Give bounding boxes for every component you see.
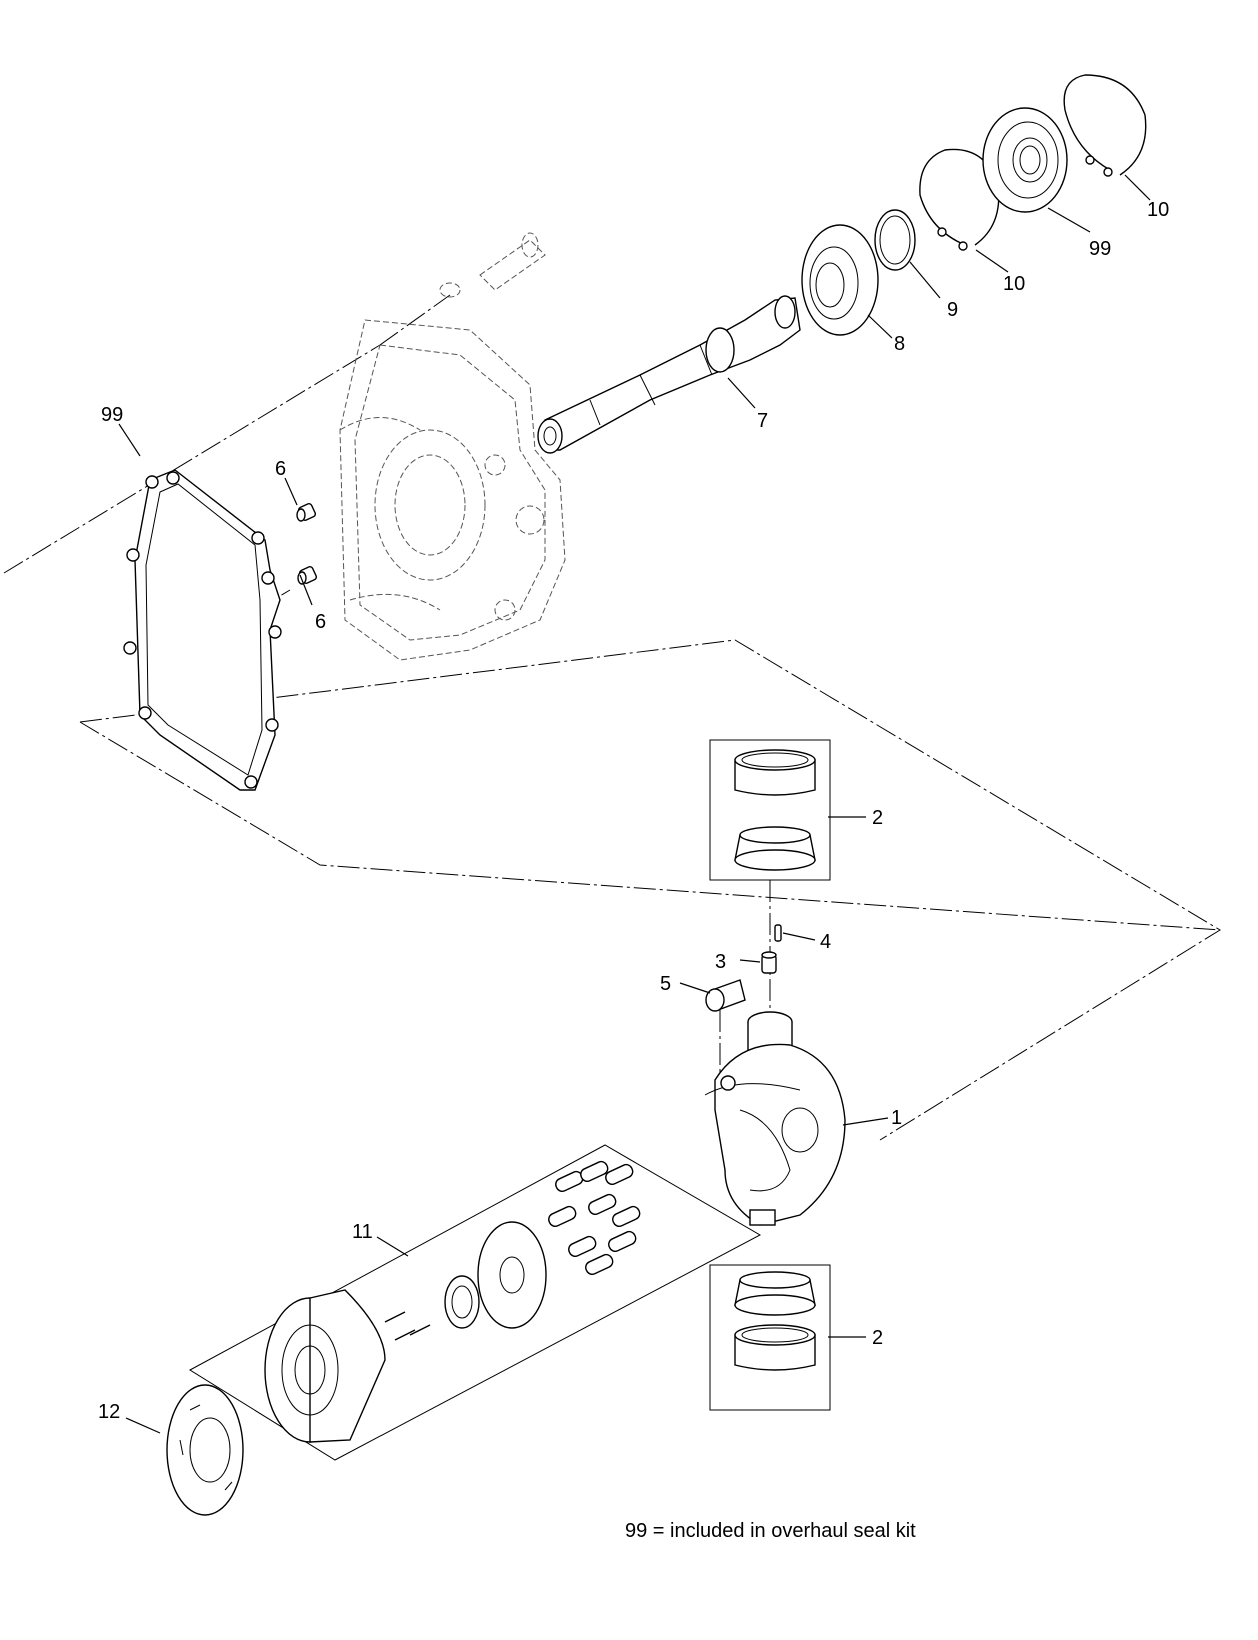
retaining-ring-inner-part-10 (919, 148, 1000, 251)
dowel-pin-bottom-part-6 (297, 565, 318, 585)
retaining-ring-outer-part-10 (1063, 74, 1147, 177)
callout-6-top: 6 (275, 458, 286, 480)
pump-housing-ghost (339, 319, 566, 661)
callout-1: 1 (891, 1107, 902, 1129)
callout-10-inner: 10 (1003, 273, 1025, 295)
callout-99-seal: 99 (1089, 238, 1111, 260)
bearing-kit-top-part-2 (709, 739, 831, 881)
swashplate-part-1 (704, 1011, 846, 1226)
callout-10-outer: 10 (1147, 199, 1169, 221)
key-part-4 (774, 924, 782, 942)
callout-2-bottom: 2 (872, 1327, 883, 1349)
housing-bolt-ghost (379, 232, 546, 346)
dowel-pin-top-part-6 (296, 502, 317, 522)
callout-12: 12 (98, 1401, 120, 1423)
callout-8: 8 (894, 333, 905, 355)
callout-9: 9 (947, 299, 958, 321)
callout-labels: 1 2 2 3 4 5 6 6 7 8 9 10 10 11 12 99 99 (98, 199, 1169, 1423)
snap-ring-part-9 (874, 209, 916, 271)
drive-shaft-part-7 (537, 295, 801, 454)
piston-set (548, 1160, 641, 1275)
shaft-seal-part-99 (982, 107, 1068, 213)
gasket-part-99 (123, 469, 282, 791)
callout-3: 3 (715, 951, 726, 973)
seal-kit-note: 99 = included in overhaul seal kit (625, 1520, 916, 1542)
callout-2-top: 2 (872, 807, 883, 829)
callout-4: 4 (820, 931, 831, 953)
bearing-kit-bottom-part-2 (709, 1264, 831, 1411)
leader-lines (118, 174, 1151, 1434)
callout-6-bottom: 6 (315, 611, 326, 633)
slipper-part-5 (705, 979, 746, 1012)
callout-7: 7 (757, 410, 768, 432)
pin-part-3 (761, 951, 777, 974)
rotating-group-part-11 (189, 1144, 762, 1461)
ball-bearing-part-8 (801, 224, 879, 336)
valve-plate-part-12 (166, 1384, 244, 1516)
callout-99-gasket: 99 (101, 404, 123, 426)
callout-11: 11 (352, 1221, 373, 1243)
callout-5: 5 (660, 973, 671, 995)
assembly-centerlines (719, 880, 771, 1080)
